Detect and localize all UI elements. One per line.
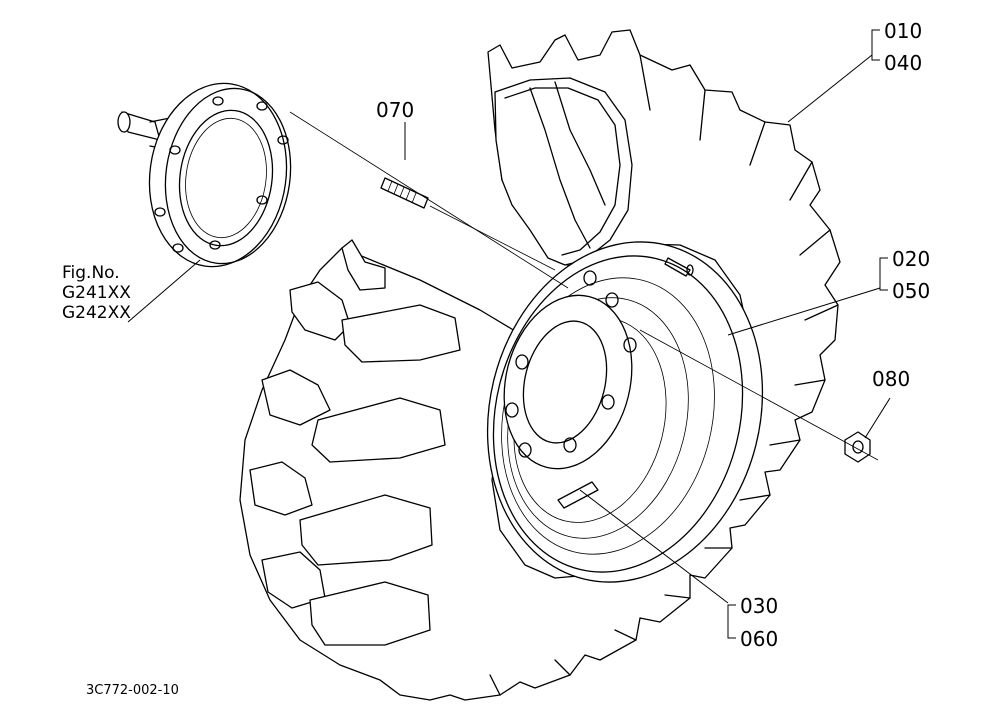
rim-bolt-holes — [505, 270, 637, 458]
tread-lugs — [249, 239, 461, 646]
drawing-code: 3C772-002-10 — [86, 683, 179, 698]
axle-hub-flange — [117, 82, 292, 268]
label-part-080: 080 — [872, 367, 910, 391]
label-part-020: 020 — [892, 247, 930, 271]
fig-ref-line3: G242XX — [62, 303, 131, 323]
label-part-030: 030 — [740, 594, 778, 618]
fig-ref-line1: Fig.No. — [62, 263, 120, 283]
valve-stem — [664, 257, 694, 277]
wheel-rim — [486, 241, 764, 583]
label-part-010: 010 — [884, 19, 922, 43]
fig-ref-line2: G241XX — [62, 283, 131, 303]
wheel-nut — [844, 431, 871, 463]
stud-bolt — [380, 177, 429, 209]
label-part-040: 040 — [884, 51, 922, 75]
rim-plate — [557, 481, 599, 509]
label-part-050: 050 — [892, 279, 930, 303]
label-part-070: 070 — [376, 98, 414, 122]
label-part-060: 060 — [740, 627, 778, 651]
